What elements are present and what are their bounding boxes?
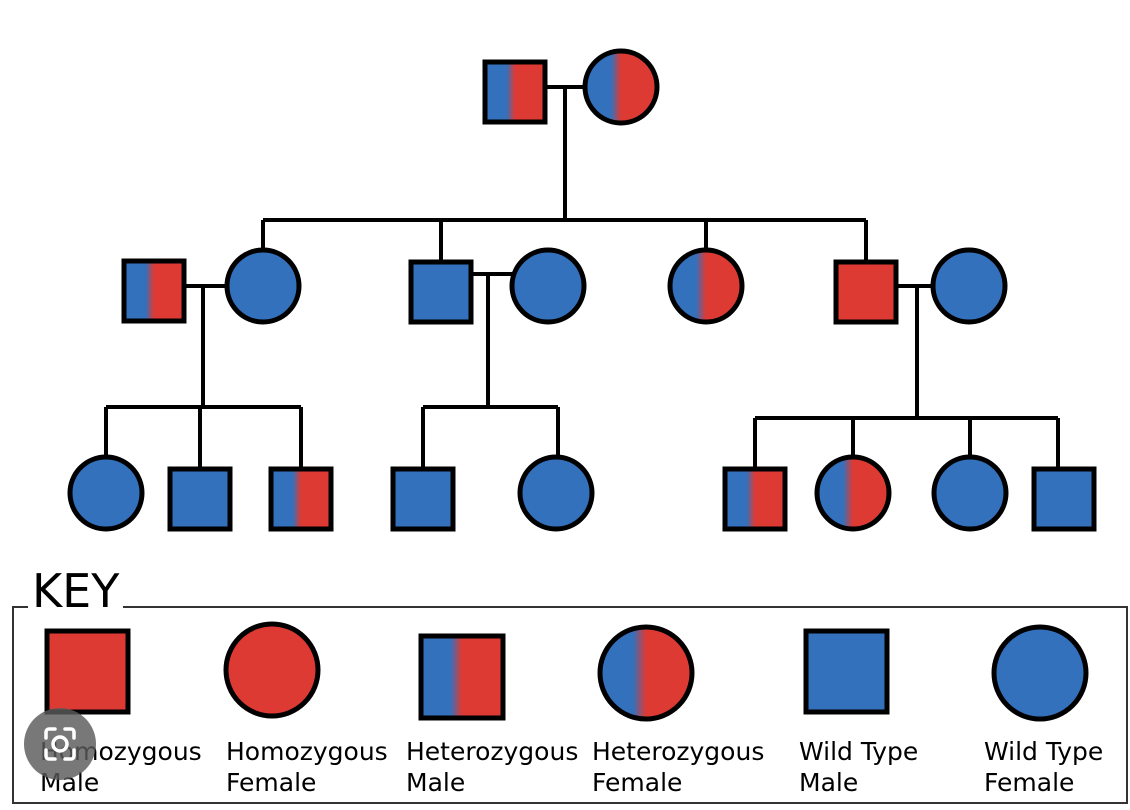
key-label-heterozygous-male: Heterozygous Male [406, 737, 579, 797]
key-homozygous-male-symbol [44, 628, 131, 715]
camera-lens-glyph [44, 727, 76, 761]
wild-type-female-symbol [224, 247, 302, 325]
key-wild-type-male-symbol [803, 628, 890, 715]
generation-2 [121, 247, 1008, 325]
key-label-wild-type-female: Wild Type Female [984, 737, 1104, 797]
key-label-homozygous-female: Homozygous Female [226, 737, 388, 797]
wild-type-female-symbol [509, 247, 587, 325]
key-box [12, 606, 1128, 804]
wild-type-female-symbol [517, 454, 595, 532]
heterozygous-female-symbol [582, 48, 660, 126]
key-label-heterozygous-female: Heterozygous Female [592, 737, 765, 797]
camera-lens-icon[interactable] [24, 708, 96, 780]
key-homozygous-female-symbol [223, 621, 321, 719]
key-title: KEY [28, 566, 124, 617]
wild-type-female-symbol [930, 247, 1008, 325]
wild-type-male-symbol [167, 466, 233, 532]
wild-type-female-symbol [931, 454, 1009, 532]
key-label-wild-type-male: Wild Type Male [799, 737, 919, 797]
key-heterozygous-male-symbol [418, 633, 506, 721]
heterozygous-male-symbol [121, 258, 187, 324]
wild-type-male-symbol [390, 466, 456, 532]
pedigree-lines [104, 85, 1060, 469]
generation-1 [482, 48, 660, 126]
generation-3 [67, 454, 1097, 532]
wild-type-male-symbol [408, 259, 474, 325]
heterozygous-female-symbol [667, 247, 745, 325]
key-wild-type-female-symbol [991, 624, 1089, 722]
heterozygous-male-symbol [722, 466, 788, 532]
heterozygous-male-symbol [268, 466, 334, 532]
heterozygous-male-symbol [482, 59, 548, 125]
wild-type-male-symbol [1031, 466, 1097, 532]
homozygous-male-symbol [833, 259, 899, 325]
heterozygous-female-symbol [814, 454, 892, 532]
key-heterozygous-female-symbol [597, 624, 695, 722]
wild-type-female-symbol [67, 454, 145, 532]
key-symbols [44, 621, 1089, 722]
